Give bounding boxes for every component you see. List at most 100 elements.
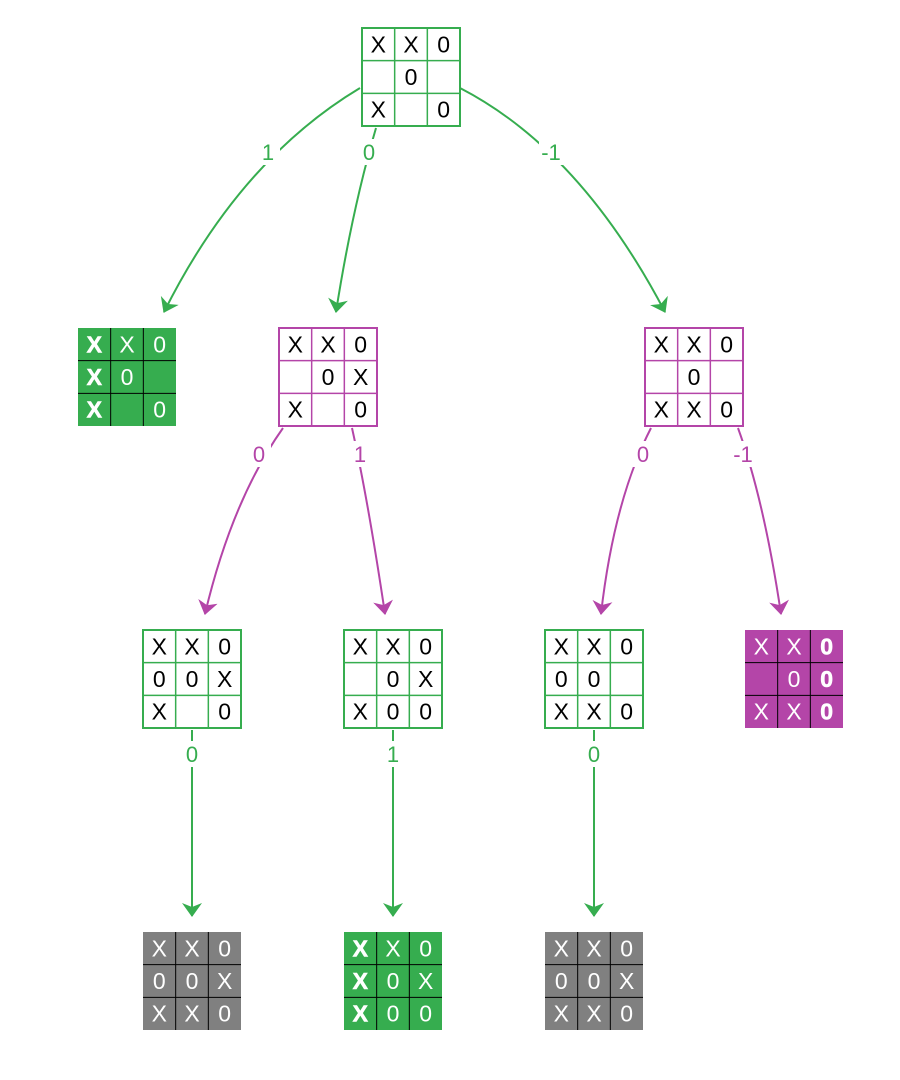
board-cell-mark: 0 [354,397,367,423]
board-cell-mark: X [184,1001,199,1027]
board-border [644,327,744,427]
edge-value-label: 0 [588,742,600,767]
board-cell-mark: 0 [419,1001,432,1027]
board-cell-mark: 0 [354,331,367,357]
board-cell-mark: 0 [387,699,400,725]
board-cell-mark: X [119,331,134,357]
board-cell-mark: X [403,31,418,57]
board-cell-mark: X [288,331,303,357]
edge-arrow [198,427,284,615]
board-border [278,327,378,427]
board-frame [644,327,744,427]
board-cell-mark: X [87,364,103,390]
board-cell-mark: 0 [153,968,166,994]
board-cell-mark: X [353,1001,369,1027]
edge-label-background [357,139,381,165]
board-cell-mark: X [353,699,368,725]
board-cell-mark: X [353,968,369,994]
edge-value-label: -1 [733,442,753,467]
board-cell-mark: X [654,331,669,357]
board-cell-mark: X [786,699,801,725]
board-cell-mark: X [87,331,103,357]
board-cell-mark: 0 [419,935,432,961]
board-frame [745,630,843,728]
board-cell-mark: 0 [387,968,400,994]
edge-n3-n3b: -1 [731,427,789,615]
edge-value-label: 0 [363,140,375,165]
board-cell-mark: 0 [620,1001,633,1027]
board-cell-mark: 0 [218,1001,231,1027]
edge-label-background [582,741,606,767]
edge-n3-n3a: 0 [592,427,655,615]
board-cell-mark: X [152,935,167,961]
board-border [544,629,644,729]
board-cell-mark: 0 [555,666,568,692]
board-cell-mark: 0 [620,935,633,961]
board-cell-mark: X [418,968,433,994]
edge-label-background [348,441,372,467]
board-cell-mark: 0 [405,64,418,90]
edge-label-background [731,441,755,467]
edge-label-background [631,441,655,467]
edge-n2-n2a: 0 [198,427,284,615]
board-cell-mark: X [586,699,601,725]
board-frame [545,932,643,1030]
board-cell-mark: X [754,699,769,725]
edge-value-label: 0 [186,742,198,767]
edge-value-label: 0 [637,442,649,467]
board-frame [78,328,176,426]
board-cell-mark: 0 [788,666,801,692]
edge-n3a-n3a1: 0 [582,730,606,917]
board-cell-mark: 0 [588,666,601,692]
board-cell-mark: 0 [820,666,833,692]
edge-root-n1: 1 [160,87,361,313]
board-cell-mark: 0 [720,397,733,423]
board-cell-mark: X [87,397,103,423]
edge-value-label: 1 [387,742,399,767]
edge-n2-n2b: 1 [348,427,393,615]
edge-label-background [256,139,280,165]
board-cell-mark: 0 [218,935,231,961]
board-cell-mark: X [217,666,232,692]
board-cell-mark: 0 [820,699,833,725]
board-cell-mark: 0 [186,968,199,994]
edge-root-n3: -1 [459,87,668,313]
board-cell-mark: X [152,1001,167,1027]
board-cell-mark: 0 [121,364,134,390]
board-cell-mark: X [554,935,569,961]
edge-label-background [180,741,204,767]
board-cell-mark: 0 [387,1001,400,1027]
board-cell-mark: X [586,633,601,659]
board-cell-mark: X [353,633,368,659]
board-cell-mark: 0 [820,633,833,659]
board-cell-mark: 0 [218,699,231,725]
board-cell-mark: 0 [153,666,166,692]
board-cell-mark: 0 [186,666,199,692]
board-frame [143,932,241,1030]
edge-value-label: -1 [541,140,561,165]
board-cell-mark: 0 [419,633,432,659]
board-cell-mark: X [320,331,335,357]
board-cell-mark: X [353,364,368,390]
edge-arrow [459,87,668,313]
board-cell-mark: 0 [620,633,633,659]
board-cell-mark: X [754,633,769,659]
board-cell-mark: 0 [437,97,450,123]
board-cell-mark: X [371,97,386,123]
edge-value-label: 0 [253,442,265,467]
board-cell-mark: X [686,331,701,357]
board-cell-mark: X [184,633,199,659]
board-cell-mark: X [371,31,386,57]
edge-value-label: 1 [354,442,366,467]
edge-label-background [247,441,271,467]
board-frame [344,932,442,1030]
board-cell-mark: X [554,1001,569,1027]
board-cell-mark: 0 [387,666,400,692]
